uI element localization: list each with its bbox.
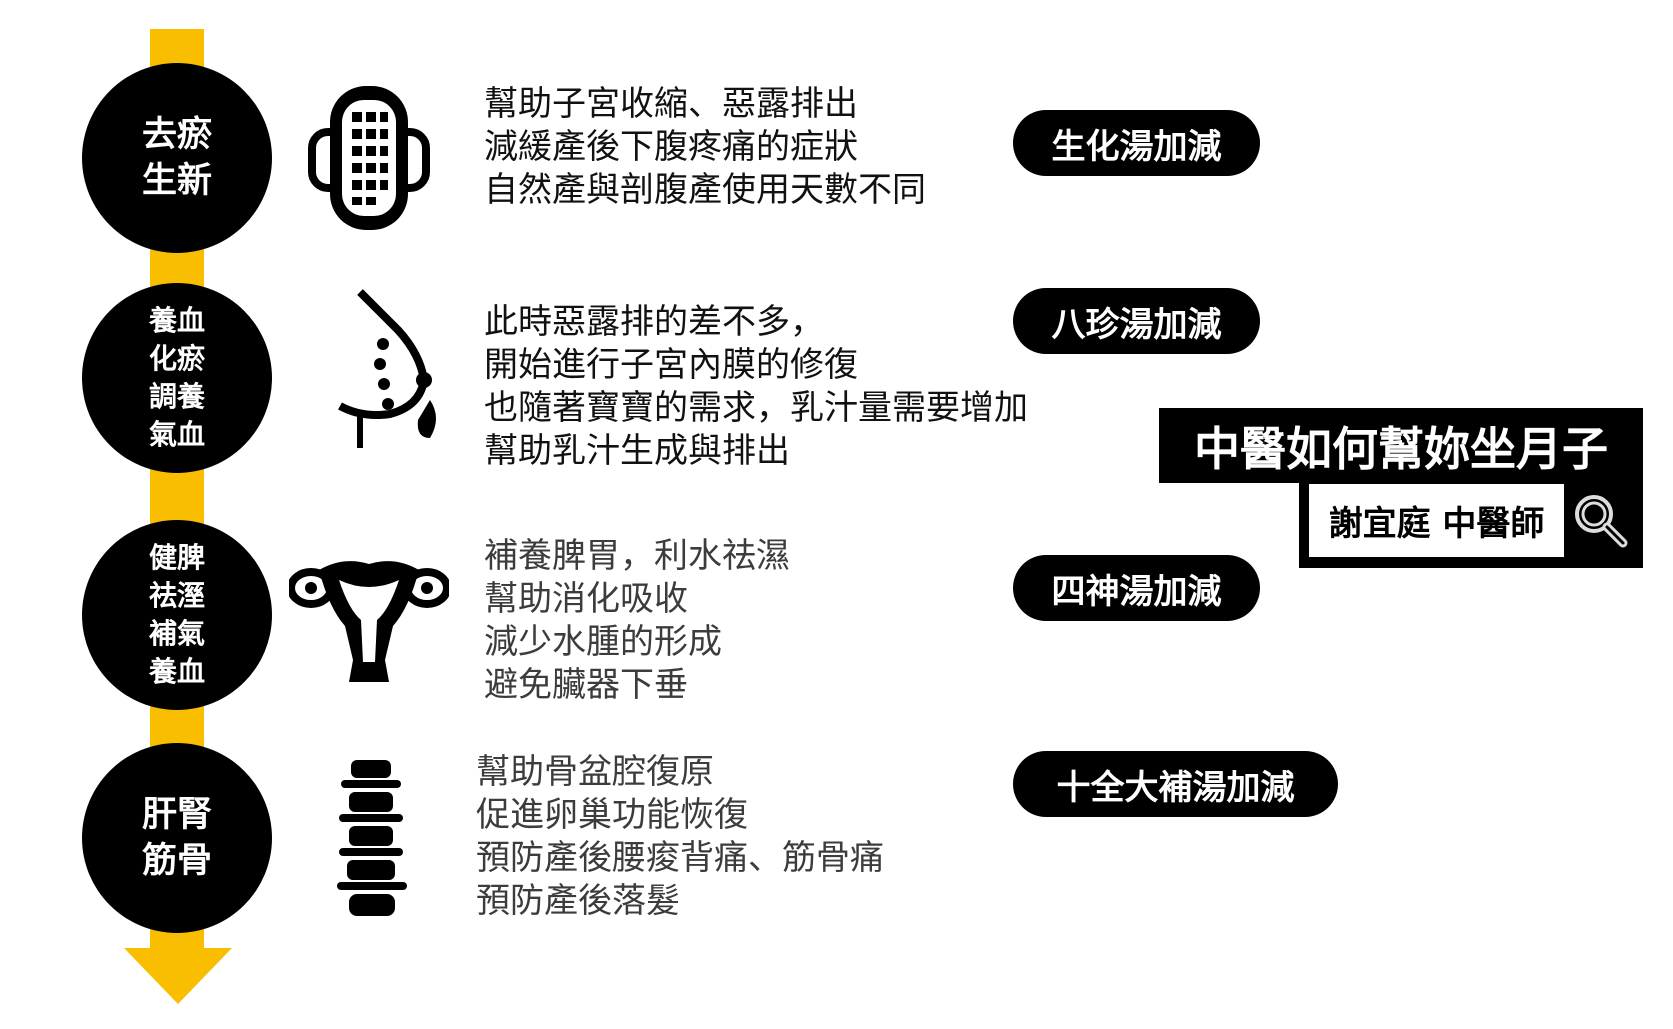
description-line: 預防產後落髮 [476, 881, 680, 921]
stage-4-circle: 肝腎 筋骨 [82, 743, 272, 933]
sanitary-pad-icon [308, 82, 430, 234]
description-line: 減少水腫的形成 [484, 622, 722, 662]
doctor-name: 謝宜庭 中醫師 [1309, 484, 1564, 557]
description-line: 幫助子宮收縮、惡露排出 [484, 84, 858, 124]
description-line: 預防產後腰痠背痛、筋骨痛 [476, 838, 884, 878]
timeline-arrow-icon [124, 948, 232, 1004]
description-line: 避免臟器下垂 [484, 665, 688, 705]
spine-icon [335, 758, 410, 918]
breast-milk-icon [328, 288, 443, 453]
stage-1-description: 幫助子宮收縮、惡露排出 減緩產後下腹疼痛的症狀 自然產與剖腹產使用天數不同 [484, 83, 926, 212]
formula-pill-3: 四神湯加減 [1013, 555, 1260, 621]
stage-3-description: 補養脾胃，利水祛濕 幫助消化吸收 減少水腫的形成 避免臟器下垂 [484, 535, 790, 707]
stage-2-label: 養血 化瘀 調養 氣血 [148, 304, 205, 451]
description-line: 自然產與剖腹產使用天數不同 [484, 170, 926, 210]
formula-pill-1: 生化湯加減 [1013, 110, 1260, 176]
description-line: 幫助消化吸收 [484, 579, 688, 619]
stage-1-label: 去瘀 生新 [141, 115, 212, 201]
description-line: 開始進行子宮內膜的修復 [484, 345, 858, 385]
formula-pill-2: 八珍湯加減 [1013, 288, 1260, 354]
page-title: 中醫如何幫妳坐月子 [1159, 408, 1643, 483]
stage-3-label: 健脾 祛溼 補氣 養血 [148, 541, 205, 688]
uterus-icon [289, 550, 449, 688]
description-line: 幫助乳汁生成與排出 [484, 431, 790, 471]
formula-pill-4: 十全大補湯加減 [1013, 751, 1338, 817]
description-line: 也隨著寶寶的需求，乳汁量需要增加 [484, 388, 1028, 428]
description-line: 促進卵巢功能恢復 [476, 795, 748, 835]
description-line: 幫助骨盆腔復原 [476, 752, 714, 792]
stage-1-circle: 去瘀 生新 [82, 63, 272, 253]
description-line: 補養脾胃，利水祛濕 [484, 536, 790, 576]
stage-3-circle: 健脾 祛溼 補氣 養血 [82, 520, 272, 710]
description-line: 減緩產後下腹疼痛的症狀 [484, 127, 858, 167]
search-icon [1572, 492, 1630, 550]
stage-2-description: 此時惡露排的差不多， 開始進行子宮內膜的修復 也隨著寶寶的需求，乳汁量需要增加 … [484, 301, 1028, 473]
stage-2-circle: 養血 化瘀 調養 氣血 [82, 283, 272, 473]
stage-4-label: 肝腎 筋骨 [141, 795, 212, 881]
description-line: 此時惡露排的差不多， [484, 302, 824, 342]
stage-4-description: 幫助骨盆腔復原 促進卵巢功能恢復 預防產後腰痠背痛、筋骨痛 預防產後落髮 [476, 751, 884, 923]
